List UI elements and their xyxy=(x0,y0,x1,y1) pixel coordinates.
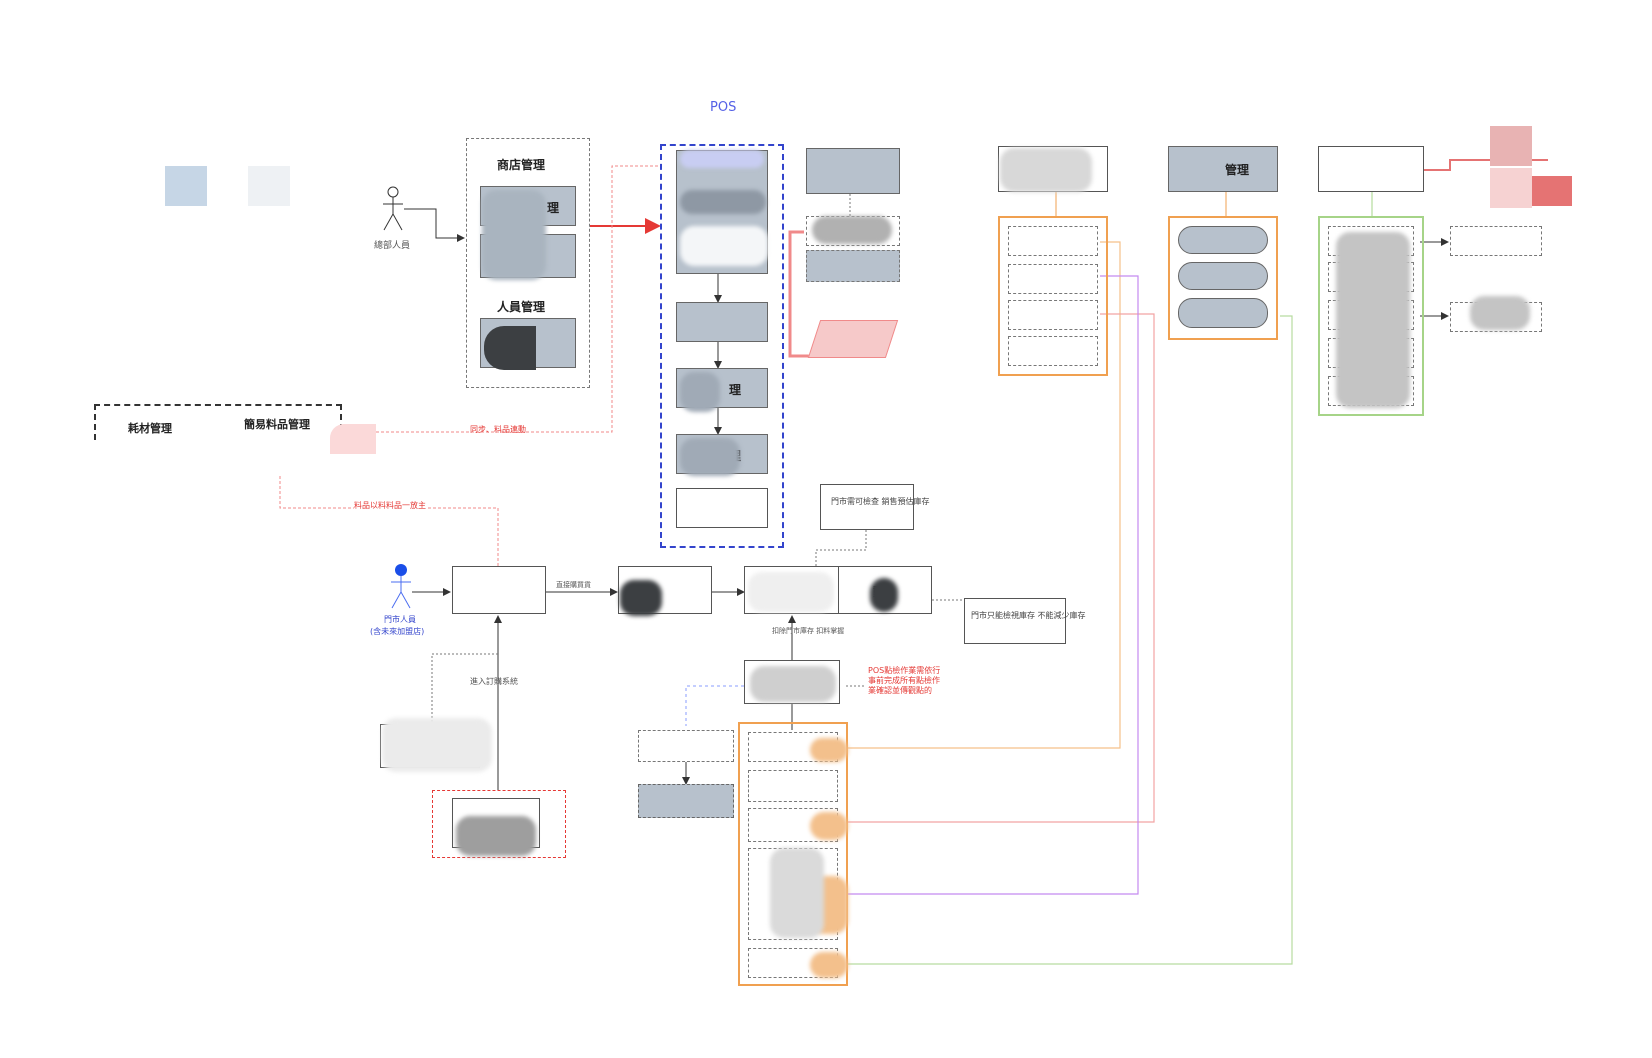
hq-actor-icon xyxy=(383,186,403,231)
edge-green xyxy=(846,315,1293,965)
tr-box-3[interactable] xyxy=(1318,146,1424,192)
gray-box-left[interactable] xyxy=(638,784,734,818)
tr-group-orange-1 xyxy=(998,216,1108,376)
note-box-stock-check: 門市需可檢查 銷售預估庫存 xyxy=(820,484,930,530)
edge-label-lookup: 料品以料料品一放主 xyxy=(354,500,426,511)
edge-label-enter: 進入訂購系統 xyxy=(470,677,518,686)
tr-group-orange-2 xyxy=(1168,216,1278,340)
store-actor-line2: (含未來加盟店) xyxy=(370,627,425,636)
edge-pos-to-pink xyxy=(788,230,814,358)
materials-left: 耗材管理 xyxy=(128,422,172,435)
edge-orange xyxy=(846,241,1121,749)
edge-purple xyxy=(846,275,1139,895)
materials-right: 簡易料品管理 xyxy=(244,418,310,431)
store-panel-title: 商店管理 xyxy=(497,158,546,172)
redacted-blob xyxy=(482,190,546,280)
tr-right-dashed-1 xyxy=(1450,226,1542,256)
hq-actor-label: 總部人員 xyxy=(374,241,411,251)
note-box-stock-only: 門市只能檢視庫存 不能減少庫存 xyxy=(964,598,1086,644)
pos-item-5[interactable] xyxy=(676,488,768,528)
order-box-1[interactable] xyxy=(452,566,546,614)
tr-group-green xyxy=(1318,216,1424,416)
legend-swatch-gray xyxy=(248,166,290,206)
pos-container xyxy=(660,144,784,548)
orange-group-bottom xyxy=(738,722,848,986)
staff-section-title: 人員管理 xyxy=(497,300,546,314)
edge-label-sync: 同步、料品連動 xyxy=(470,425,526,434)
pos-note: POS點檢作業需依行 事前完成所有點檢作 業確認並傳觀點的 xyxy=(868,666,941,695)
store-actor-icon xyxy=(391,564,411,609)
edge-materials-to-order xyxy=(279,476,499,566)
inventory-note: 扣除門市庫存 扣料掌握 xyxy=(772,627,845,635)
edge-materials-to-pos xyxy=(376,165,660,433)
pos-label: POS xyxy=(710,100,737,115)
tr-box-2[interactable]: 管理 xyxy=(1168,146,1278,192)
materials-group xyxy=(94,404,342,440)
red-dashed-box xyxy=(432,790,566,858)
pink-blob xyxy=(330,424,376,454)
dashed-box-left xyxy=(638,730,734,762)
edge-pink xyxy=(846,313,1155,823)
legend-swatch-blue xyxy=(165,166,207,206)
edge-hq-to-store xyxy=(404,208,465,242)
order-hint: 直接購買貨 xyxy=(556,581,591,589)
pos-side-box[interactable] xyxy=(806,148,900,194)
pos-item-2[interactable] xyxy=(676,302,768,342)
redacted-dark xyxy=(484,326,536,370)
pink-parallelogram xyxy=(807,320,899,358)
pos-side-dashed-2 xyxy=(806,250,900,282)
store-actor-line1: 門市人員 xyxy=(384,615,416,624)
